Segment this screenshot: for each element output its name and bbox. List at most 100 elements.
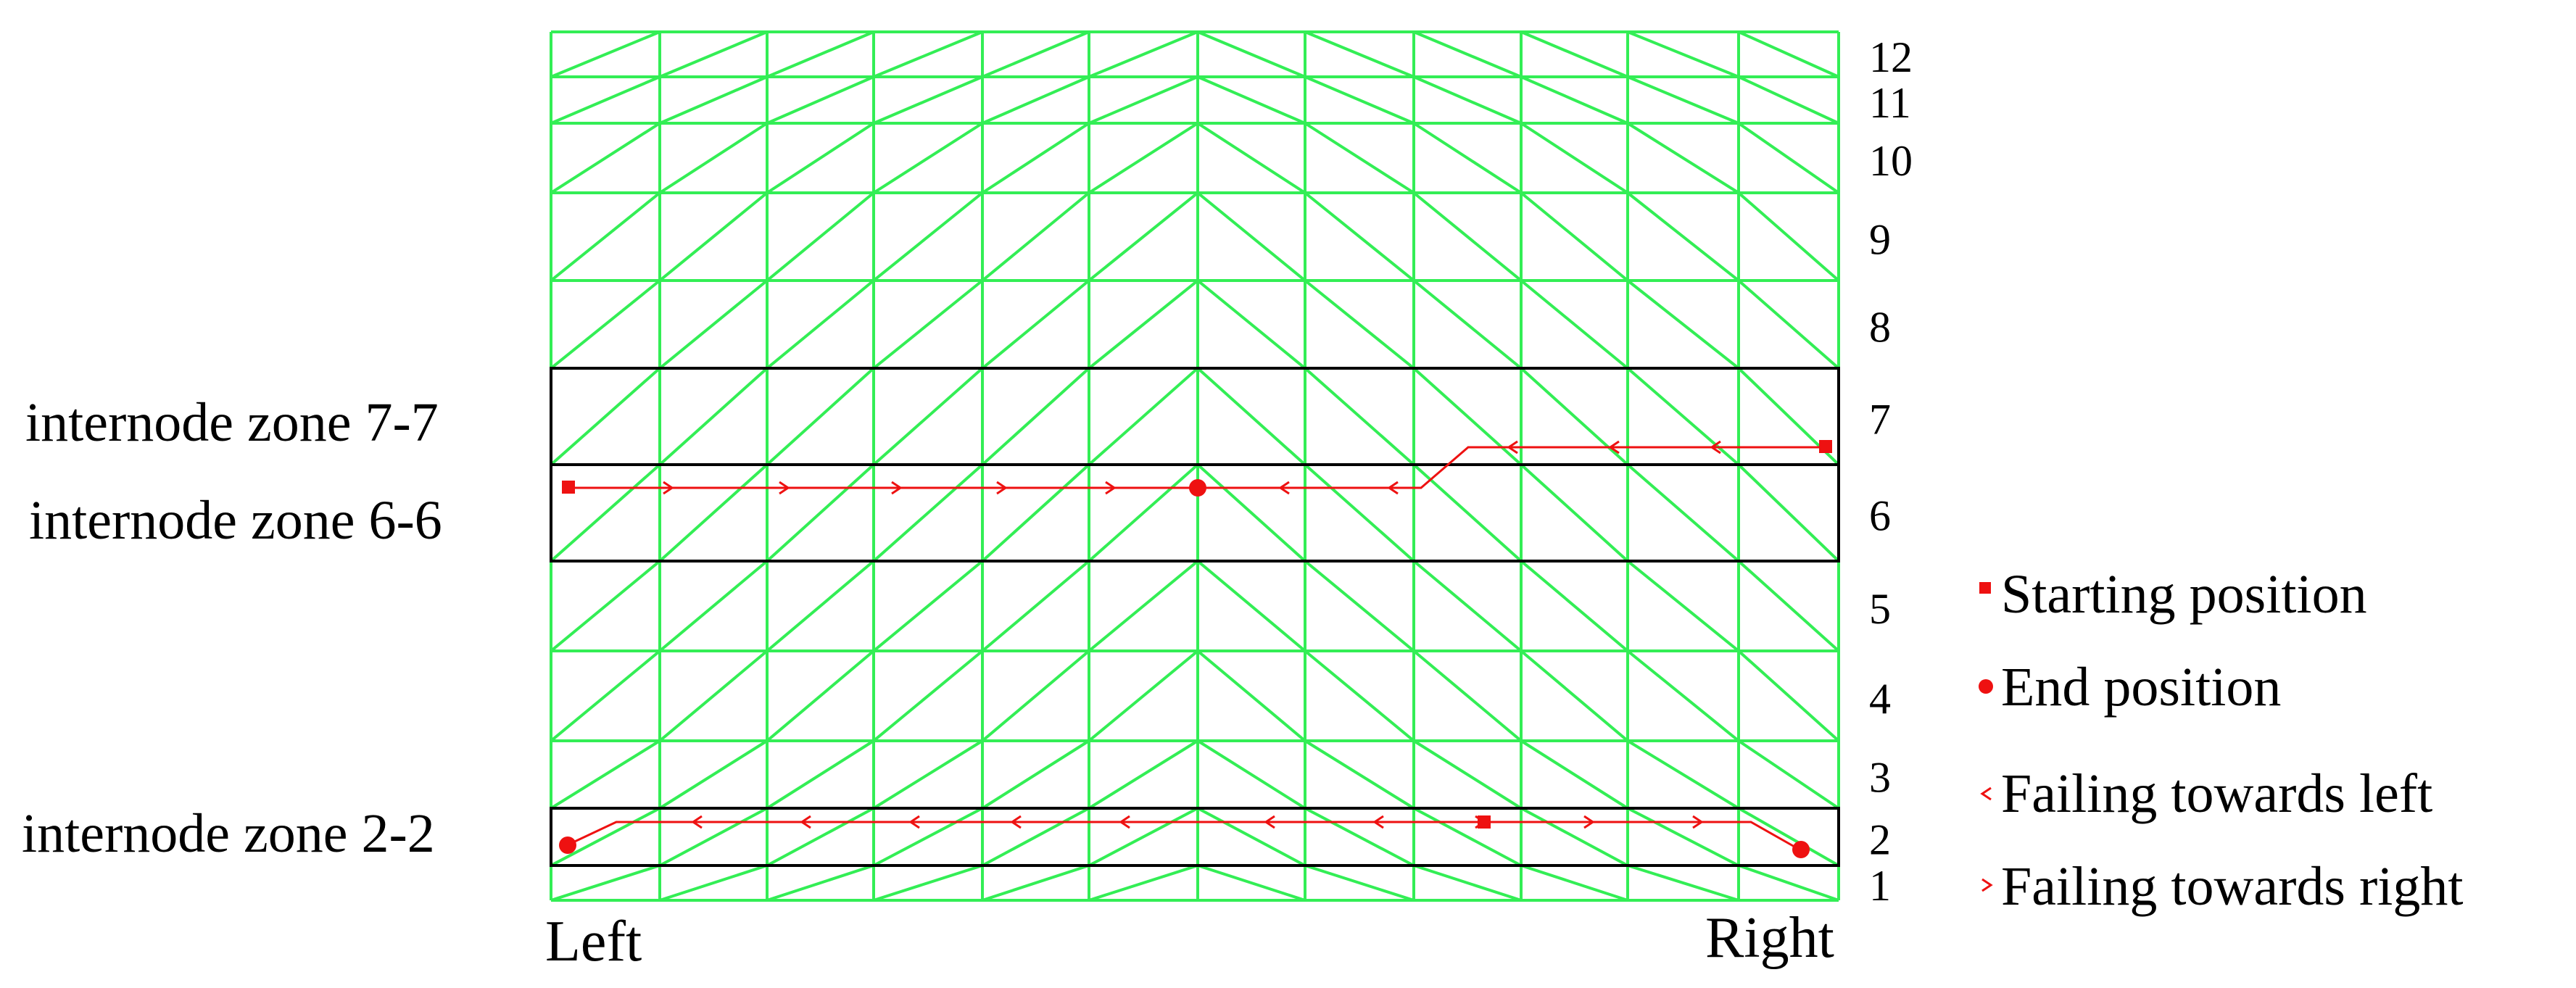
- mesh-diagonal-line: [1304, 30, 1415, 78]
- crack-path-lower: [566, 821, 1800, 851]
- mesh-diagonal-line: [981, 649, 1090, 742]
- mesh-diagonal-line: [550, 807, 660, 867]
- mesh-diagonal-line: [1626, 191, 1740, 282]
- mesh-diagonal-line: [1737, 122, 1840, 194]
- mesh-diagonal-line: [1088, 75, 1198, 125]
- mesh-diagonal-line: [1412, 279, 1523, 370]
- legend-label-end: End position: [2001, 657, 2281, 718]
- end-marker-lower-right: [1792, 841, 1810, 858]
- mesh-diagonal-line: [1738, 864, 1839, 902]
- mesh-diagonal-line: [1627, 75, 1739, 125]
- mesh-diagonal-line: [1626, 367, 1740, 466]
- end-marker-upper: [1189, 479, 1206, 497]
- mesh-diagonal-line: [1520, 75, 1628, 125]
- mesh-diagonal-line: [1088, 279, 1199, 370]
- mesh-diagonal-line: [1520, 122, 1629, 194]
- mesh-diagonal-line: [872, 649, 984, 742]
- mesh-diagonal-line: [550, 191, 661, 282]
- mesh-diagonal-line: [1304, 807, 1415, 867]
- mesh-diagonal-line: [981, 739, 1090, 810]
- mesh-diagonal-line: [1197, 30, 1306, 78]
- mesh-diagonal-line: [550, 463, 661, 563]
- mesh-diagonal-line: [766, 30, 874, 78]
- mesh-diagonal-line: [1626, 279, 1740, 370]
- mesh-diagonal-line: [981, 463, 1090, 563]
- row-number-label: 5: [1869, 585, 1891, 633]
- mesh-diagonal-line: [658, 463, 769, 563]
- mesh-diagonal-line: [873, 30, 983, 78]
- mesh-diagonal-line: [1197, 864, 1306, 902]
- arrow-left-mark: [1372, 815, 1384, 829]
- mesh-diagonal-line: [659, 75, 768, 125]
- mesh-diagonal-line: [550, 739, 661, 810]
- mesh-diagonal-line: [1413, 75, 1522, 125]
- mesh-diagonal-line: [1196, 739, 1306, 810]
- mesh-diagonal-line: [766, 739, 875, 810]
- mesh-diagonal-line: [1088, 463, 1199, 563]
- row-number-label: 6: [1869, 492, 1891, 540]
- mesh-diagonal-line: [658, 367, 769, 466]
- crack-path-lower-arrows: [691, 815, 1704, 829]
- mesh-diagonal-line: [550, 864, 660, 902]
- mesh-diagonal-line: [1196, 463, 1306, 563]
- mesh-diagonal-line: [766, 75, 874, 125]
- mesh-diagonal-line: [658, 122, 769, 194]
- arrow-left-mark: [1387, 481, 1399, 495]
- mesh-diagonal-line: [981, 560, 1090, 652]
- mesh-diagonal-line: [1412, 367, 1523, 466]
- arrow-left-mark: [691, 815, 703, 829]
- mesh-diagonal-line: [766, 649, 875, 742]
- mesh-diagonal-line: [1626, 463, 1740, 563]
- mesh-diagonal-line: [1626, 560, 1740, 652]
- mesh-diagonal-line: [1304, 122, 1415, 194]
- mesh-diagonal-line: [982, 75, 1090, 125]
- legend-square-icon: [1979, 582, 1991, 594]
- mesh-diagonal-line: [1413, 30, 1522, 78]
- mesh-diagonal-line: [550, 560, 661, 652]
- mesh-diagonal-line: [1737, 649, 1840, 742]
- mesh-diagonal-line: [872, 463, 984, 563]
- mesh-diagonal-line: [1412, 649, 1523, 742]
- mesh-diagonal-line: [1626, 649, 1740, 742]
- mesh-diagonal-line: [659, 864, 768, 902]
- mesh-diagonal-line: [873, 75, 983, 125]
- mesh-diagonal-line: [1088, 191, 1199, 282]
- row-number-label: 7: [1869, 396, 1891, 444]
- zone-label-2-2: internode zone 2-2: [22, 803, 435, 864]
- mesh-diagonal-line: [766, 560, 875, 652]
- crack-path-upper: [568, 446, 1826, 489]
- mesh-diagonal-line: [1088, 807, 1198, 867]
- row-number-label: 12: [1869, 33, 1913, 81]
- row-number-label: 8: [1869, 304, 1891, 352]
- mesh-diagonal-line: [1737, 279, 1840, 370]
- arrow-left-mark: [1010, 815, 1022, 829]
- zone-6-6-box: [550, 463, 1840, 563]
- mesh-diagonal-line: [1738, 807, 1839, 867]
- mesh-diagonal-line: [1626, 122, 1740, 194]
- mesh-diagonal-line: [1196, 122, 1306, 194]
- crack-path-upper-arrows: [663, 440, 1721, 495]
- mesh-diagonal-line: [873, 864, 983, 902]
- legend-label-right: Failing towards right: [2001, 856, 2464, 917]
- mesh-diagonal-line: [1520, 30, 1628, 78]
- mesh-diagonal-line: [766, 463, 875, 563]
- mesh-diagonal-line: [1520, 279, 1629, 370]
- legend: Starting position End position Failing t…: [1979, 564, 2464, 917]
- arrow-left-mark: [1119, 815, 1130, 829]
- mesh-diagonal-line: [766, 367, 875, 466]
- mesh-diagonal-line: [1520, 463, 1629, 563]
- mesh-diagonal-line: [1520, 560, 1629, 652]
- row-number-label: 3: [1869, 754, 1891, 802]
- mesh-diagonal-line: [1304, 279, 1415, 370]
- left-side-label: Left: [545, 910, 642, 974]
- mesh-diagonal-line: [1412, 463, 1523, 563]
- mesh-diagonal-line: [1627, 807, 1739, 867]
- mesh-diagonal-line: [872, 367, 984, 466]
- mesh-diagonal-line: [1737, 560, 1840, 652]
- start-marker-upper-right: [1819, 440, 1832, 453]
- mesh-diagonal-line: [1304, 649, 1415, 742]
- mesh-diagonal-line: [1088, 649, 1199, 742]
- zone-label-7-7: internode zone 7-7: [25, 392, 439, 453]
- arrow-right-mark: [996, 481, 1008, 495]
